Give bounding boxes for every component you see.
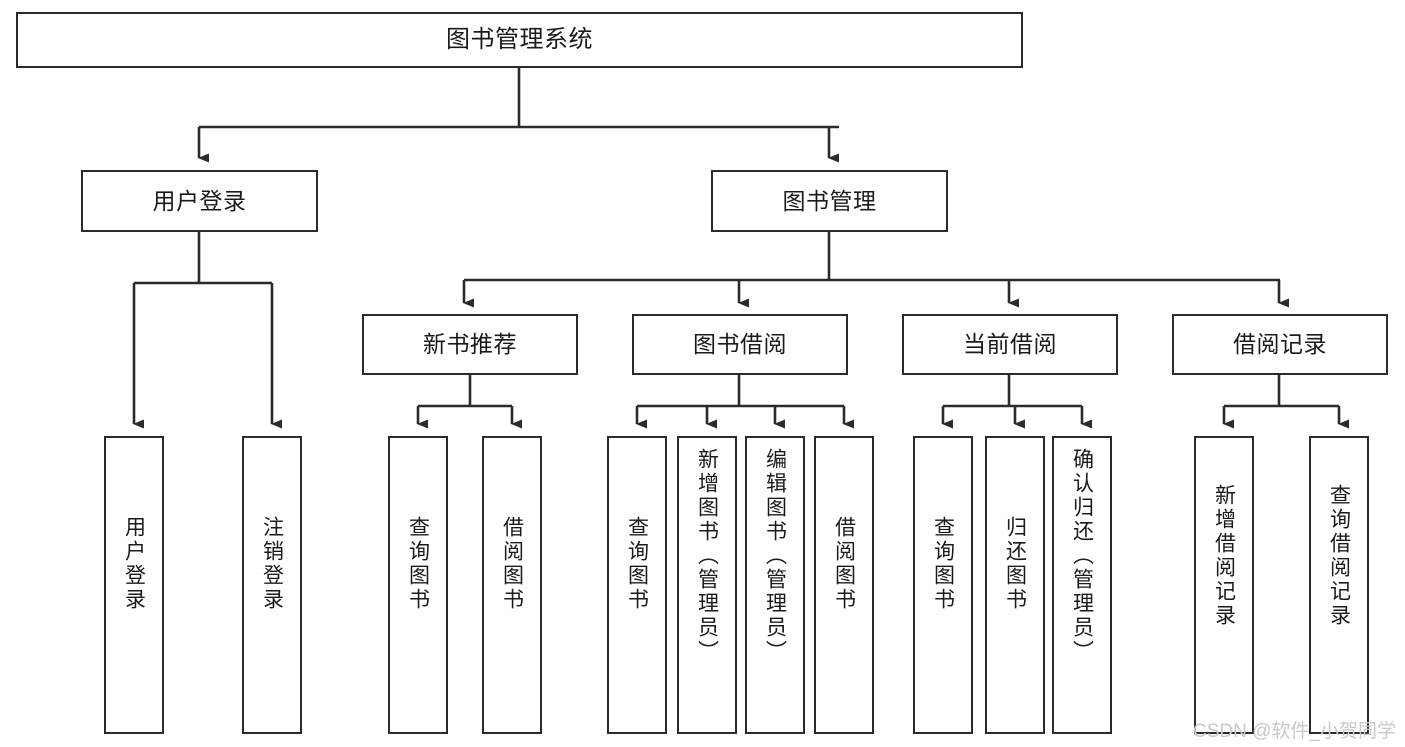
leaf-add-record[interactable]: 新增借阅记录 — [1194, 436, 1254, 734]
leaf-return-book-label: 归还图书 — [1003, 516, 1027, 612]
leaf-borrow-book-a[interactable]: 借阅图书 — [482, 436, 542, 734]
leaf-query-book-b[interactable]: 查询图书 — [607, 436, 667, 734]
watermark: CSDN @软件_小贺同学 — [1193, 721, 1396, 742]
leaf-return-book[interactable]: 归还图书 — [985, 436, 1045, 734]
leaf-borrow-book-b[interactable]: 借阅图书 — [814, 436, 874, 734]
node-current-borrow[interactable]: 当前借阅 — [902, 314, 1118, 375]
node-borrow-record-label: 借阅记录 — [1233, 331, 1327, 358]
node-root-label: 图书管理系统 — [446, 26, 593, 54]
node-user-login[interactable]: 用户登录 — [81, 170, 318, 232]
leaf-user-login[interactable]: 用户登录 — [104, 436, 164, 734]
node-new-book-rec[interactable]: 新书推荐 — [362, 314, 578, 375]
node-new-book-rec-label: 新书推荐 — [423, 331, 517, 358]
leaf-logout-label: 注销登录 — [260, 516, 284, 612]
leaf-add-record-label: 新增借阅记录 — [1212, 484, 1236, 628]
leaf-query-book-c[interactable]: 查询图书 — [913, 436, 973, 734]
node-book-manage[interactable]: 图书管理 — [711, 170, 948, 232]
leaf-query-book-a-label: 查询图书 — [406, 516, 430, 612]
node-book-borrow[interactable]: 图书借阅 — [632, 314, 848, 375]
leaf-confirm-return-label: 确认归还（管理员） — [1070, 448, 1094, 664]
leaf-borrow-book-a-label: 借阅图书 — [500, 516, 524, 612]
leaf-query-book-a[interactable]: 查询图书 — [388, 436, 448, 734]
leaf-user-login-label: 用户登录 — [122, 516, 146, 612]
node-book-manage-label: 图书管理 — [782, 187, 877, 214]
leaf-edit-book-label: 编辑图书（管理员） — [763, 448, 787, 664]
node-user-login-label: 用户登录 — [152, 187, 247, 214]
leaf-borrow-book-b-label: 借阅图书 — [832, 516, 856, 612]
node-root[interactable]: 图书管理系统 — [16, 12, 1023, 68]
node-book-borrow-label: 图书借阅 — [693, 331, 787, 358]
leaf-query-record[interactable]: 查询借阅记录 — [1309, 436, 1369, 734]
leaf-query-record-label: 查询借阅记录 — [1327, 484, 1351, 628]
node-borrow-record[interactable]: 借阅记录 — [1172, 314, 1388, 375]
leaf-add-book-label: 新增图书（管理员） — [695, 448, 719, 664]
leaf-edit-book[interactable]: 编辑图书（管理员） — [745, 436, 805, 734]
leaf-query-book-c-label: 查询图书 — [931, 516, 955, 612]
leaf-confirm-return[interactable]: 确认归还（管理员） — [1052, 436, 1112, 734]
node-current-borrow-label: 当前借阅 — [963, 331, 1057, 358]
leaf-logout[interactable]: 注销登录 — [242, 436, 302, 734]
leaf-add-book[interactable]: 新增图书（管理员） — [677, 436, 737, 734]
leaf-query-book-b-label: 查询图书 — [625, 516, 649, 612]
